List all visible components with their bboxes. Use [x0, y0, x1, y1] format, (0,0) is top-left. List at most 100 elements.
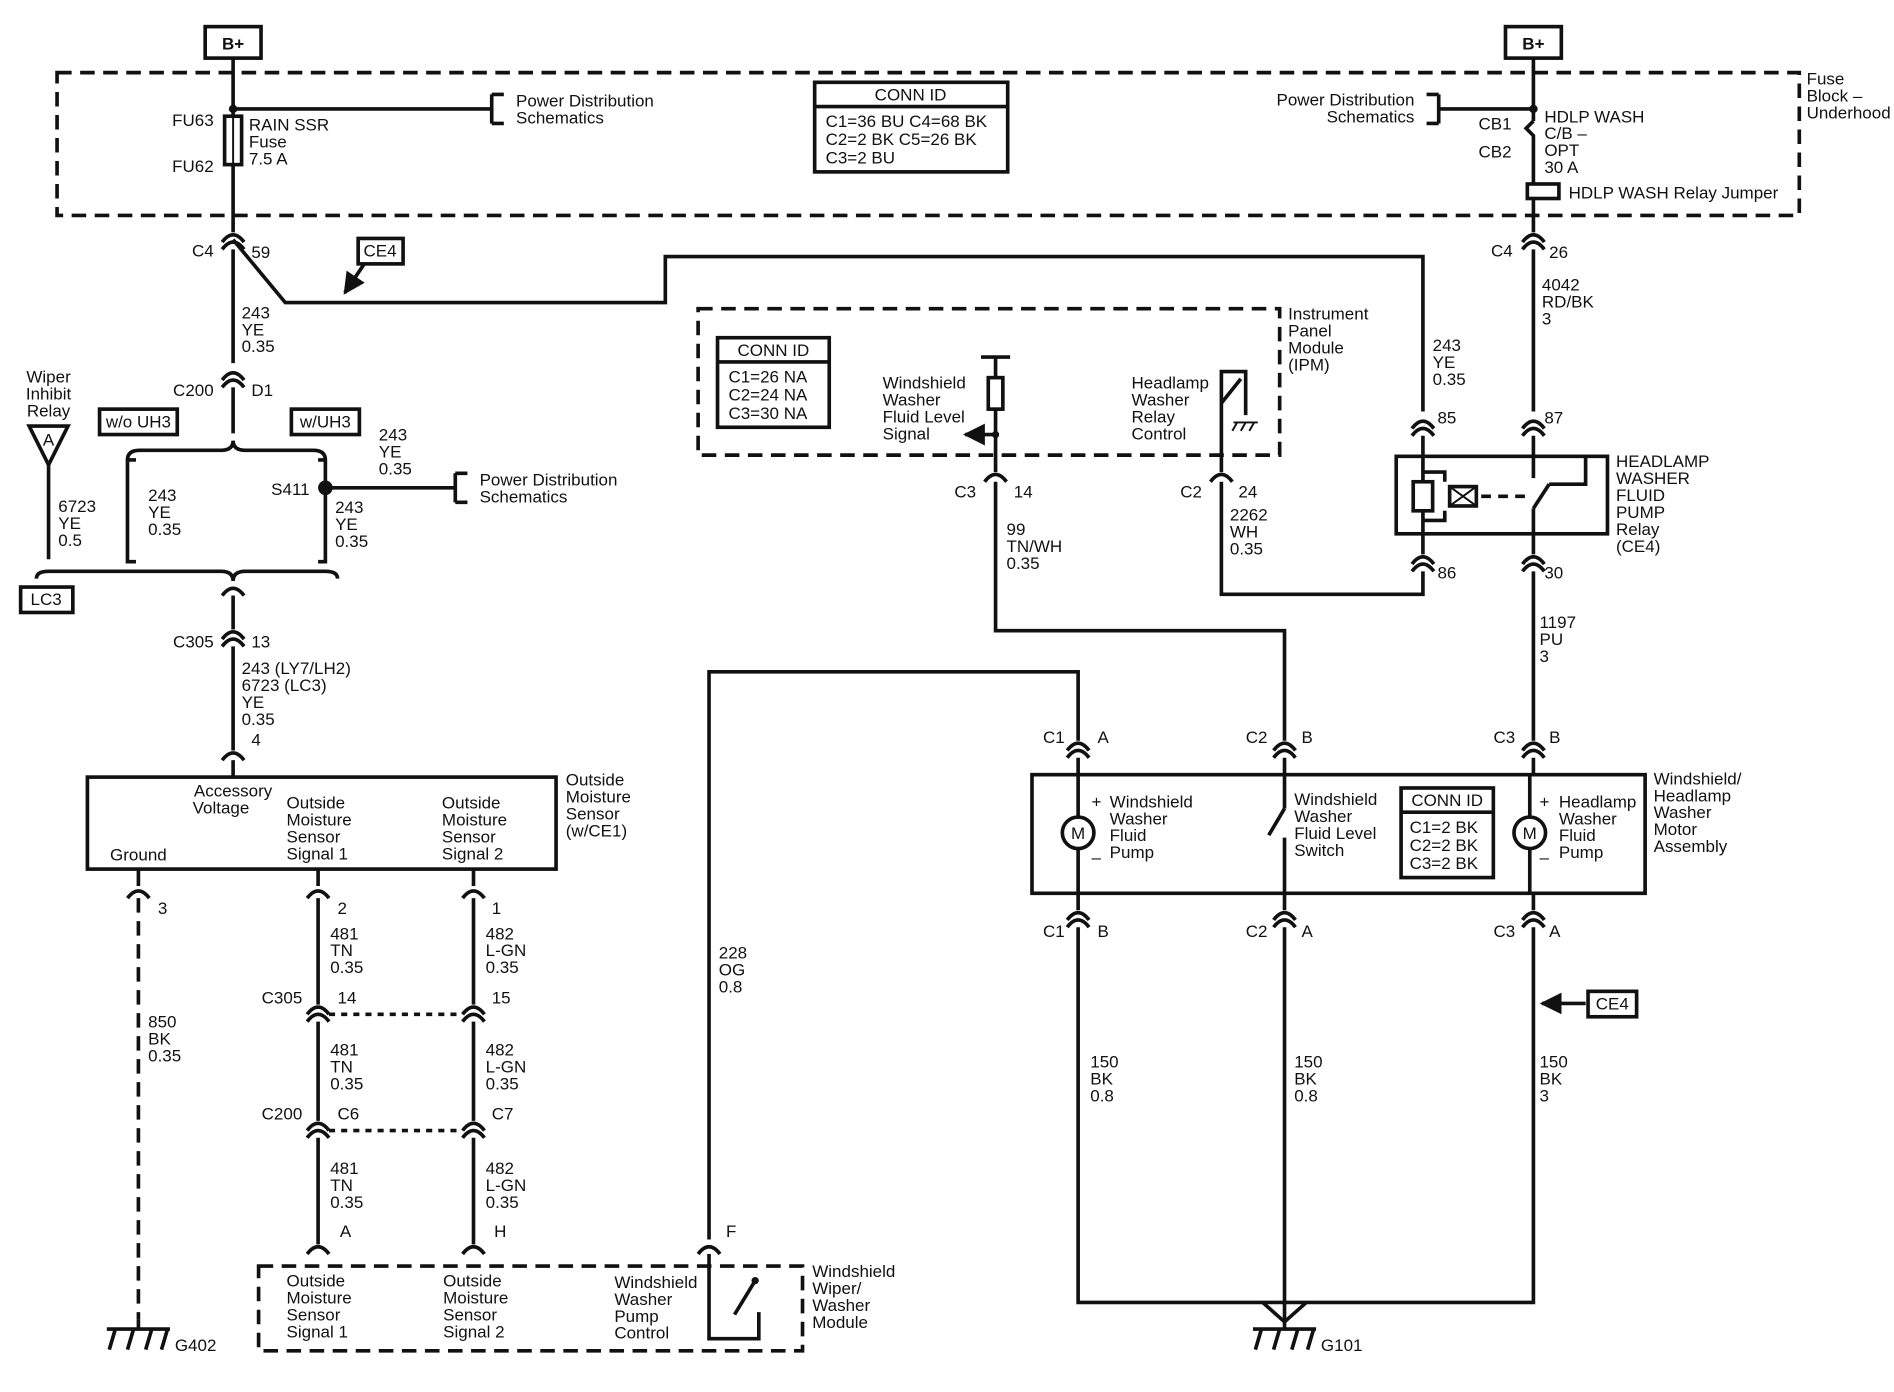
relay-jumper-label: HDLP WASH Relay Jumper: [1569, 184, 1779, 203]
w150c-3: 3: [1539, 1087, 1548, 1106]
lc3-label: LC3: [31, 590, 62, 609]
ipm-name-4: (IPM): [1288, 355, 1330, 374]
c305-row-pin14: 14: [338, 988, 357, 1007]
w1197-1: 1197: [1539, 613, 1576, 632]
ipm-fluid-signal-circuit: [963, 355, 1011, 473]
switch-label-2: Washer: [1294, 807, 1352, 826]
connector-c200-top: [220, 371, 246, 389]
c305-row-label: C305: [262, 988, 303, 1007]
relay-pin86-connector: [1410, 555, 1436, 573]
w243a-3: 0.35: [242, 337, 275, 356]
w482a-1: 482: [486, 924, 514, 943]
d1-label: D1: [251, 381, 273, 400]
motor-c2-top: C2: [1246, 728, 1268, 747]
motor-conn-id-row-1: C1=2 BK: [1410, 818, 1479, 837]
pds-right-label-1: Power Distribution: [1277, 90, 1415, 109]
ipm-name-1: Instrument: [1288, 305, 1369, 324]
c200-left-label: C200: [173, 381, 214, 400]
motor-c1-pin-top: A: [1098, 728, 1110, 747]
ws-pump-label-4: Pump: [1110, 843, 1154, 862]
cb-label-3: OPT: [1544, 141, 1579, 160]
sensor-sig1-3: Sensor: [287, 827, 341, 846]
sensor-sig2-1: Outside: [442, 794, 501, 813]
w243lc3-1: 243 (LY7/LH2): [242, 659, 351, 678]
sensor-sig2-3: Sensor: [442, 827, 496, 846]
w243c-1: 243: [148, 486, 176, 505]
motor-c3-bot: C3: [1493, 922, 1515, 941]
ipm-relay-ctrl-switch: [1219, 369, 1258, 473]
wiper-inhibit-label-3: Relay: [27, 401, 71, 420]
sensor-pin4-connector: [220, 751, 246, 762]
w243-relay-2: YE: [1433, 353, 1456, 372]
w481c-1: 481: [330, 1159, 358, 1178]
module-name-2: Wiper/: [812, 1279, 861, 1298]
w99-2: TN/WH: [1006, 537, 1062, 556]
w850-1: 850: [148, 1013, 176, 1032]
bplus-left-label: B+: [222, 35, 244, 54]
sensor-name-3: Sensor: [566, 804, 620, 823]
module-pin-f-connector: [696, 1244, 722, 1256]
w150a-3: 0.8: [1090, 1087, 1114, 1106]
c305-pin: 13: [251, 633, 270, 652]
w6723-1: 6723: [58, 497, 96, 516]
wiper-inhibit-relay-symbol: A: [26, 424, 71, 469]
relay-name-5: Relay: [1616, 520, 1660, 539]
motor-c2-pin-top: B: [1302, 728, 1313, 747]
ws-pump-plus: +: [1091, 792, 1101, 811]
w243c-3: 0.35: [148, 520, 181, 539]
option-split-bracket: [125, 440, 328, 461]
w481a-2: TN: [330, 941, 353, 960]
motor-c3-top: C3: [1493, 728, 1515, 747]
w150a-2: BK: [1090, 1070, 1113, 1089]
ce4-tag-left-label: CE4: [363, 242, 396, 261]
sensor-name-2: Moisture: [566, 788, 631, 807]
fuse-left-label-1: RAIN SSR: [249, 116, 329, 135]
w243d-2: YE: [335, 515, 358, 534]
hl-pump-plus: +: [1539, 792, 1549, 811]
w243-relay-1: 243: [1433, 336, 1461, 355]
hl-pump-minus: –: [1539, 848, 1549, 867]
w482c-1: 482: [486, 1159, 514, 1178]
ipm-name-2: Panel: [1288, 322, 1331, 341]
hl-pump-label-2: Washer: [1559, 809, 1617, 828]
w2262-3: 0.35: [1230, 539, 1263, 558]
relay-pin30: 30: [1544, 564, 1563, 583]
sensor-pin1: 1: [492, 899, 501, 918]
motor-top-connectors: [1065, 741, 1546, 759]
relay-pin87: 87: [1544, 409, 1563, 428]
module-sig2-2: Moisture: [443, 1289, 508, 1308]
w243b-1: 243: [379, 426, 407, 445]
ce4-tag-left: CE4: [343, 236, 405, 295]
pds-s411-bracket: [453, 471, 468, 505]
module-sig1-3: Sensor: [287, 1306, 341, 1325]
wire-243-to-relay-85: [231, 238, 1425, 412]
relay-name-1: HEADLAMP: [1616, 452, 1710, 471]
option-merge-bracket: [34, 569, 340, 582]
conn-id-main-table: CONN ID C1=36 BU C4=68 BK C2=2 BK C5=26 …: [812, 80, 1010, 174]
ground-g101-symbol: [1252, 1321, 1317, 1351]
c200-row-c7: C7: [492, 1105, 514, 1124]
c4-right-pin: 26: [1549, 243, 1568, 262]
module-pin-a-connector: [305, 1244, 331, 1256]
sensor-sig2-2: Moisture: [442, 811, 507, 830]
module-name-3: Washer: [812, 1296, 870, 1315]
motor-conn-id-row-2: C2=2 BK: [1410, 836, 1479, 855]
cb-label-2: C/B –: [1544, 124, 1587, 143]
module-name-1: Windshield: [812, 1262, 895, 1281]
w481b-2: TN: [330, 1057, 353, 1076]
fu62-label: FU62: [172, 157, 214, 176]
sensor-sig2-4: Signal 2: [442, 844, 503, 863]
relay-name-4: PUMP: [1616, 503, 1665, 522]
hl-pump-m: M: [1523, 824, 1537, 843]
w150b-2: BK: [1294, 1070, 1317, 1089]
w482b-1: 482: [486, 1041, 514, 1060]
sensor-pin4-label: 4: [251, 731, 260, 750]
fu63-label: FU63: [172, 111, 214, 130]
wiper-inhibit-label-1: Wiper: [26, 368, 71, 387]
pds-s411-label-1: Power Distribution: [480, 470, 618, 489]
w99-3: 0.35: [1006, 554, 1039, 573]
motor-c1-pin-bot: B: [1098, 922, 1109, 941]
ipm-conn-id-row-2: C2=24 NA: [728, 386, 808, 405]
ipm-relay-ctrl-4: Control: [1132, 424, 1187, 443]
